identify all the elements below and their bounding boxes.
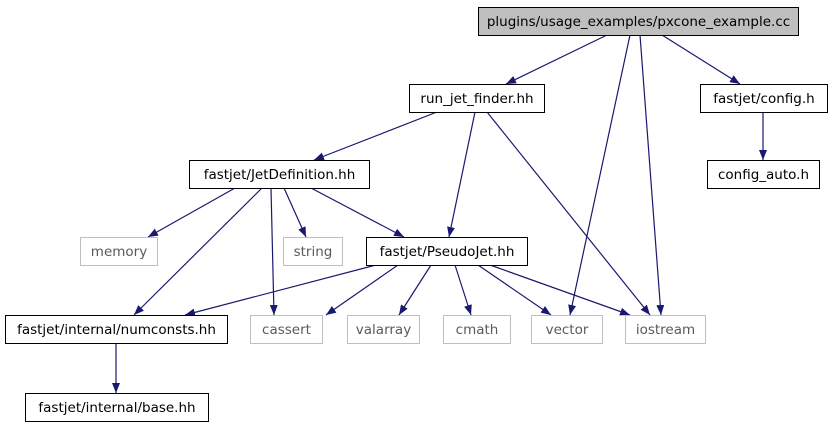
- node-memory-box: [80, 237, 158, 266]
- node-pseudojet-box: [366, 237, 528, 266]
- edge-pseudojet-to-valarray: [398, 264, 432, 316]
- edge-jetdef-to-memory: [147, 187, 236, 238]
- edge-runjet-to-pseudojet: [447, 111, 476, 238]
- edge-jetdef-to-cassert: [269, 187, 278, 316]
- node-iostream: iostream: [625, 315, 706, 344]
- node-valarray-label: valarray: [356, 322, 411, 338]
- edge-root-to-config: [661, 34, 741, 85]
- node-root-box: [478, 7, 799, 36]
- node-string: string: [283, 237, 343, 266]
- node-base-box: [25, 393, 209, 422]
- node-vector-label: vector: [546, 322, 589, 338]
- edge-runjet-to-iostream: [486, 111, 651, 316]
- node-config-box: [700, 84, 828, 113]
- node-string-label: string: [294, 244, 333, 260]
- node-configauto-box: [707, 160, 820, 189]
- node-pseudojet-label: fastjet/PseudoJet.hh: [380, 244, 515, 260]
- node-string-box: [283, 237, 343, 266]
- node-numconsts-label: fastjet/internal/numconsts.hh: [17, 322, 216, 338]
- edge-root-to-iostream: [639, 34, 665, 316]
- nodes-layer: plugins/usage_examples/pxcone_example.cc…: [5, 7, 828, 422]
- node-iostream-box: [625, 315, 706, 344]
- node-runjet-box: [409, 84, 545, 113]
- edge-pseudojet-to-cassert: [325, 264, 399, 316]
- node-cmath-box: [443, 315, 511, 344]
- edge-runjet-to-jetdef: [313, 111, 438, 161]
- node-numconsts-box: [5, 315, 228, 344]
- edge-pseudojet-to-iostream: [489, 264, 631, 316]
- node-root-label: plugins/usage_examples/pxcone_example.cc: [487, 14, 790, 30]
- node-memory-label: memory: [91, 244, 147, 260]
- edge-jetdef-to-string: [283, 187, 307, 238]
- node-pseudojet[interactable]: fastjet/PseudoJet.hh: [366, 237, 528, 266]
- node-cassert: cassert: [250, 315, 323, 344]
- node-valarray-box: [347, 315, 420, 344]
- node-vector-box: [531, 315, 603, 344]
- node-configauto-label: config_auto.h: [718, 167, 809, 183]
- node-base-label: fastjet/internal/base.hh: [38, 400, 195, 416]
- node-base[interactable]: fastjet/internal/base.hh: [25, 393, 209, 422]
- node-cassert-box: [250, 315, 323, 344]
- node-config[interactable]: fastjet/config.h: [700, 84, 828, 113]
- node-jetdef-label: fastjet/JetDefinition.hh: [204, 167, 356, 183]
- edge-pseudojet-to-vector: [477, 264, 552, 316]
- edge-pseudojet-to-cmath: [454, 264, 472, 316]
- node-cmath-label: cmath: [456, 322, 499, 338]
- node-memory: memory: [80, 237, 158, 266]
- node-config-label: fastjet/config.h: [713, 91, 814, 107]
- node-valarray: valarray: [347, 315, 420, 344]
- edges-layer: [112, 34, 767, 393]
- node-jetdef-box: [189, 160, 370, 189]
- node-runjet[interactable]: run_jet_finder.hh: [409, 84, 545, 113]
- node-configauto[interactable]: config_auto.h: [707, 160, 820, 189]
- node-jetdef[interactable]: fastjet/JetDefinition.hh: [189, 160, 370, 189]
- edge-jetdef-to-pseudojet: [310, 187, 405, 238]
- node-cassert-label: cassert: [262, 322, 311, 338]
- node-cmath: cmath: [443, 315, 511, 344]
- edge-root-to-runjet: [505, 34, 608, 85]
- node-root[interactable]: plugins/usage_examples/pxcone_example.cc: [478, 7, 799, 36]
- edge-root-to-vector: [568, 34, 631, 316]
- node-numconsts[interactable]: fastjet/internal/numconsts.hh: [5, 315, 228, 344]
- node-runjet-label: run_jet_finder.hh: [420, 91, 533, 107]
- node-vector: vector: [531, 315, 603, 344]
- edge-pseudojet-to-numconsts: [184, 264, 377, 317]
- node-iostream-label: iostream: [636, 322, 695, 338]
- edge-jetdef-to-numconsts: [133, 187, 263, 316]
